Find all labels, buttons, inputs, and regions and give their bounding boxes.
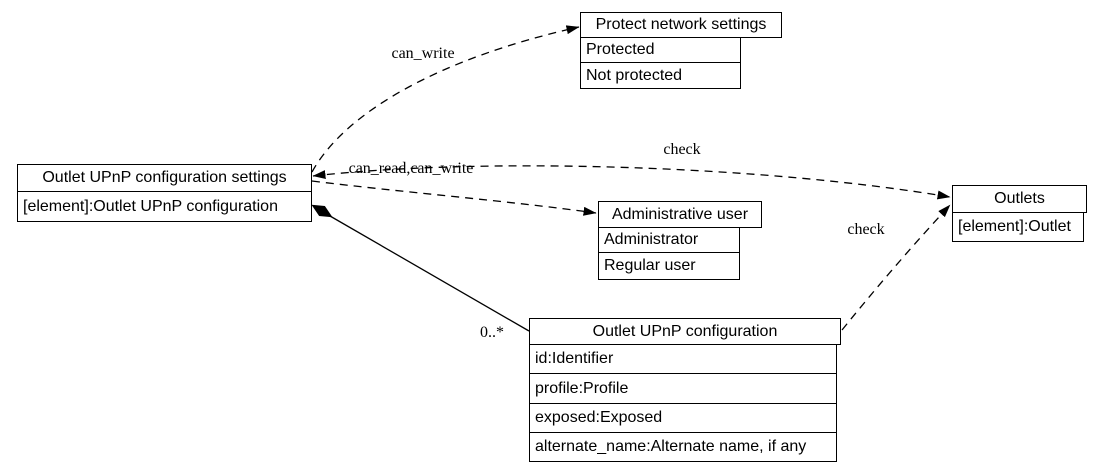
edge-label-can-write: can_write (391, 45, 455, 62)
composition-diamond-icon (311, 204, 333, 218)
node-protect-title: Protect network settings (580, 12, 782, 38)
node-admin-user-row: Administrator (598, 226, 740, 254)
node-upnp-config-row: profile:Profile (529, 373, 837, 404)
edge-label-check-right: check (847, 221, 885, 238)
node-protect-row: Not protected (580, 62, 741, 89)
node-upnp-config-title: Outlet UPnP configuration (529, 318, 841, 345)
edge-can-read-can-write (311, 180, 597, 216)
edge-label-can-read-can-write: can_read,can_write (348, 160, 474, 177)
edge-check-config-outlets (841, 204, 951, 331)
node-settings-title: Outlet UPnP configuration settings (17, 164, 312, 192)
node-upnp-config-row: id:Identifier (529, 343, 837, 375)
node-outlets-title: Outlets (952, 185, 1087, 213)
node-upnp-config-row: exposed:Exposed (529, 402, 837, 434)
edge-composition-line (329, 215, 530, 332)
node-admin-user-title: Administrative user (598, 201, 762, 228)
edge-check-settings-outlets (312, 165, 951, 200)
node-settings-row: [element]:Outlet UPnP configuration (17, 191, 312, 222)
edge-label-check-top: check (663, 141, 701, 158)
node-outlets-row: [element]:Outlet (952, 211, 1084, 242)
node-protect-row: Protected (580, 36, 741, 64)
edge-label-multiplicity: 0..* (480, 324, 504, 341)
node-upnp-config-row: alternate_name:Alternate name, if any (529, 432, 837, 462)
edge-can-write (311, 25, 580, 173)
node-admin-user-row: Regular user (598, 252, 740, 280)
